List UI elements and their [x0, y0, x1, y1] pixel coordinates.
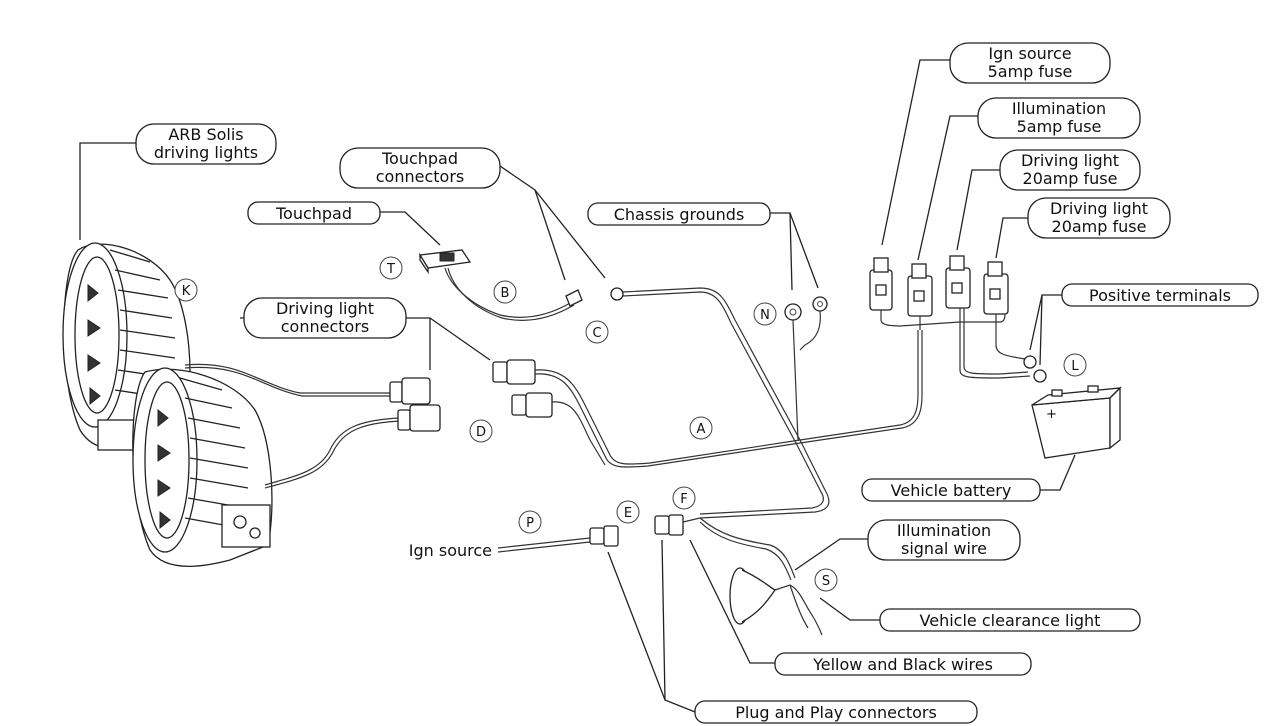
label-vehicle-battery: Vehicle battery — [861, 478, 1041, 502]
label-driving-light-connectors: Driving light connectors — [243, 297, 407, 339]
label-driving-fuse-1: Driving light 20amp fuse — [999, 149, 1141, 191]
touchpad-switch — [418, 249, 472, 275]
leader-lines — [79, 59, 1076, 713]
label-arb-solis-line2: driving lights — [154, 143, 258, 162]
label-ign-fuse-line2: 5amp fuse — [988, 62, 1073, 81]
label-illum-signal-line2: signal wire — [901, 539, 987, 558]
label-driving-fuse-1-line1: Driving light — [1021, 151, 1119, 170]
label-driving-fuse-2-line2: 20amp fuse — [1052, 217, 1147, 236]
label-ign-fuse-line1: Ign source — [988, 44, 1071, 63]
driving-light-front — [132, 367, 273, 567]
callout-f: F — [680, 492, 687, 507]
harness-connector-2 — [511, 394, 527, 416]
label-illum-fuse-line1: Illumination — [1012, 99, 1106, 118]
label-vehicle-battery-text: Vehicle battery — [891, 481, 1012, 500]
callout-c: C — [592, 326, 601, 341]
label-touchpad-connectors-line2: connectors — [376, 167, 464, 186]
harness-connector-1-body — [506, 359, 536, 385]
fuse-driving-light-1 — [945, 255, 971, 309]
label-yellow-black-text: Yellow and Black wires — [812, 655, 993, 674]
callout-t: T — [386, 262, 395, 277]
svg-text:+: + — [1046, 407, 1057, 422]
callout-b: B — [501, 286, 510, 301]
touchpad-plug-b — [565, 289, 583, 307]
vehicle-battery: + — [1031, 385, 1122, 459]
positive-terminal-1 — [1023, 355, 1037, 369]
callout-a: A — [697, 422, 706, 437]
label-driving-light-connectors-line2: connectors — [281, 317, 369, 336]
light-plug-1 — [389, 381, 403, 403]
callout-d: D — [476, 425, 486, 440]
positive-terminal-2 — [1033, 369, 1047, 383]
fuse-driving-light-2 — [983, 261, 1009, 315]
label-ign-source: Ign source — [409, 541, 492, 560]
label-ign-fuse: Ign source 5amp fuse — [949, 42, 1111, 84]
callout-k: K — [182, 284, 191, 299]
label-illum-fuse-line2: 5amp fuse — [1017, 117, 1102, 136]
label-positive-terminals: Positive terminals — [1061, 283, 1259, 307]
label-touchpad: Touchpad — [247, 201, 381, 225]
callout-e: E — [624, 506, 632, 521]
label-plug-play: Plug and Play connectors — [694, 700, 978, 724]
harness-connector-2-body — [525, 392, 553, 418]
label-illum-signal-line1: Illumination — [897, 521, 991, 540]
light-connector-1 — [401, 377, 431, 405]
driving-light-rear — [62, 242, 191, 451]
callout-letters: K T B C D A N L P E F S — [174, 256, 1087, 592]
label-driving-fuse-2-line1: Driving light — [1050, 199, 1148, 218]
label-illum-signal: Illumination signal wire — [867, 519, 1021, 561]
label-driving-light-connectors-line1: Driving light — [276, 299, 374, 318]
label-touchpad-connectors: Touchpad connectors — [339, 147, 501, 189]
label-positive-terminals-text: Positive terminals — [1089, 286, 1231, 305]
label-driving-fuse-1-line2: 20amp fuse — [1023, 169, 1118, 188]
fuse-illumination — [907, 263, 933, 317]
vehicle-clearance-light — [729, 567, 823, 636]
callout-p: P — [526, 516, 534, 531]
label-illum-fuse: Illumination 5amp fuse — [977, 97, 1141, 139]
callout-n: N — [760, 308, 770, 323]
plug-play-connector-f-body — [668, 514, 684, 536]
label-touchpad-text: Touchpad — [275, 204, 352, 223]
plug-play-connector-f — [654, 515, 670, 535]
harness-connector-1 — [492, 361, 508, 383]
label-touchpad-connectors-line1: Touchpad — [381, 149, 458, 168]
plug-play-connector-e — [589, 527, 605, 545]
callout-l: L — [1071, 359, 1079, 374]
label-arb-solis: ARB Solis driving lights — [135, 123, 277, 165]
label-vehicle-clearance: Vehicle clearance light — [879, 608, 1141, 632]
callout-s: S — [822, 574, 830, 589]
label-chassis-grounds: Chassis grounds — [587, 202, 771, 226]
fuse-ign-source — [869, 257, 893, 311]
label-driving-fuse-2: Driving light 20amp fuse — [1027, 197, 1171, 239]
touchpad-plug-c — [610, 287, 624, 301]
plug-play-connector-e-body — [603, 525, 619, 547]
label-plug-play-text: Plug and Play connectors — [735, 703, 937, 722]
label-yellow-black: Yellow and Black wires — [774, 652, 1032, 676]
label-vehicle-clearance-text: Vehicle clearance light — [920, 611, 1101, 630]
label-arb-solis-line1: ARB Solis — [168, 125, 243, 144]
light-connector-2 — [409, 404, 441, 432]
light-plug-2 — [397, 409, 411, 431]
label-chassis-grounds-text: Chassis grounds — [614, 205, 745, 224]
